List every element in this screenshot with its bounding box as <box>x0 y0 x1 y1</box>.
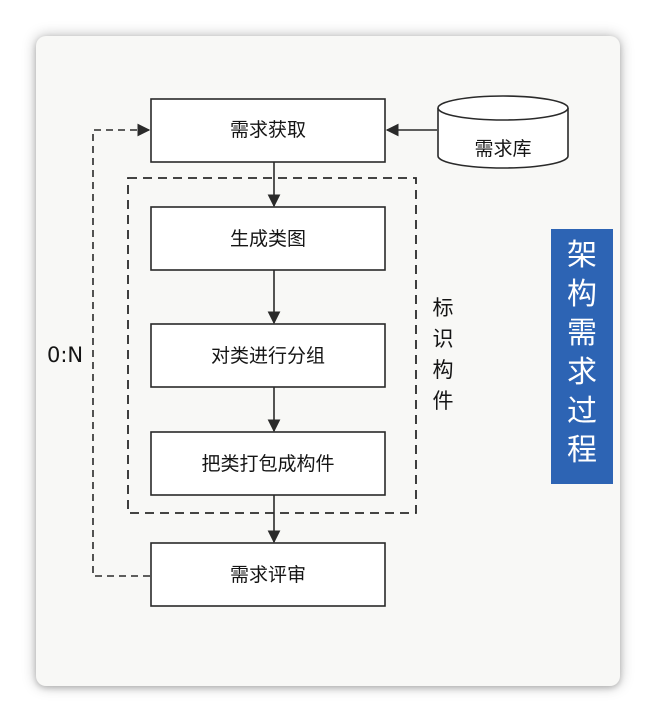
box-acquire: 需求获取 <box>150 98 386 163</box>
banner-char-1: 架 <box>567 238 597 273</box>
side-label-char-2: 识 <box>433 327 454 351</box>
box-review: 需求评审 <box>150 542 386 607</box>
banner-char-4: 求 <box>567 355 597 390</box>
box-generate: 生成类图 <box>150 206 386 271</box>
banner-char-3: 需 <box>567 316 597 351</box>
side-label-char-3: 构 <box>433 358 454 382</box>
repository-database-icon: 需求库 <box>437 95 569 169</box>
box-package-label: 把类打包成构件 <box>201 453 334 475</box>
repository-label: 需求库 <box>474 138 531 160</box>
loop-count-label: 0:N <box>47 343 83 367</box>
box-package: 把类打包成构件 <box>150 431 386 496</box>
banner-char-5: 过 <box>567 394 597 429</box>
identify-component-label: 标 识 构 件 <box>433 296 454 413</box>
banner-char-2: 构 <box>567 277 597 312</box>
identify-component-group-frame <box>127 177 417 514</box>
box-generate-label: 生成类图 <box>230 228 306 250</box>
process-title-banner: 架 构 需 求 过 程 <box>551 229 613 484</box>
box-review-label: 需求评审 <box>230 564 306 586</box>
feedback-loop-line <box>92 123 151 577</box>
banner-char-6: 程 <box>567 433 597 468</box>
box-group-label: 对类进行分组 <box>211 345 325 367</box>
side-label-char-4: 件 <box>433 389 454 413</box>
box-acquire-label: 需求获取 <box>230 119 306 141</box>
box-group: 对类进行分组 <box>150 323 386 388</box>
side-label-char-1: 标 <box>433 296 454 320</box>
